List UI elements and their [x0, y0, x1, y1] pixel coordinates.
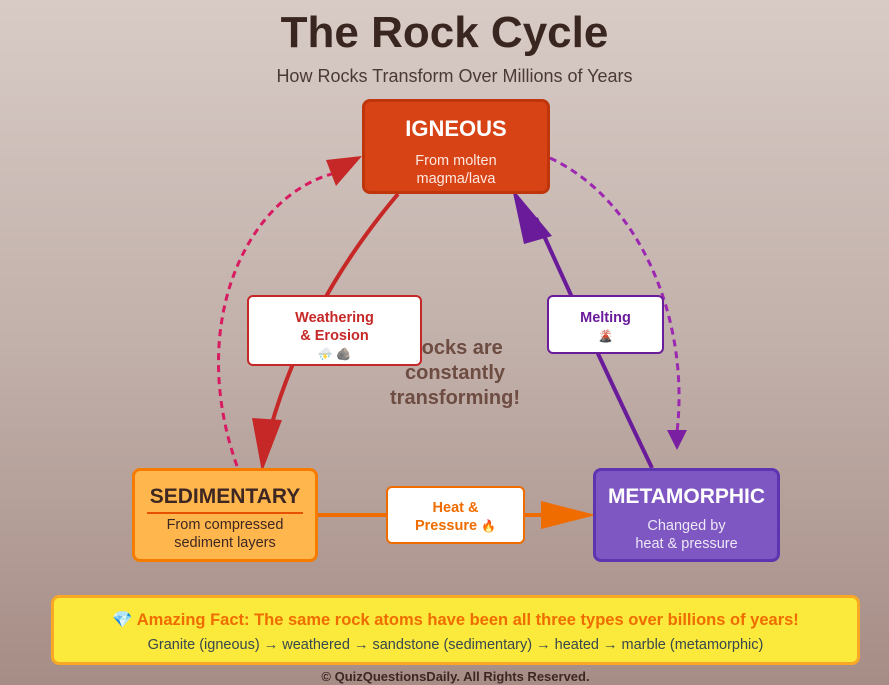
weathering-line-1: Weathering: [295, 310, 374, 326]
center-line-3: transforming!: [390, 387, 520, 409]
metamorphic-desc: Changed by heat & pressure: [596, 517, 777, 553]
volcano-icon: 🌋: [598, 329, 613, 343]
fact-title-text: Amazing Fact: The same rock atoms have b…: [136, 611, 799, 629]
igneous-to-metamorphic-dashed-arrow: [549, 156, 681, 433]
amazing-fact-box: 💎 Amazing Fact: The same rock atoms have…: [51, 595, 860, 665]
gem-icon: 💎: [112, 611, 133, 629]
weathering-label: Weathering & Erosion ⛈️ 🪨: [247, 295, 422, 366]
sedimentary-desc-line-1: From compressed: [166, 517, 284, 533]
metamorphic-desc-line-1: Changed by: [647, 518, 726, 534]
weathering-line-2: & Erosion: [300, 328, 369, 344]
storm-rock-icon: ⛈️ 🪨: [317, 347, 352, 361]
sediment-layer-line: [147, 512, 303, 514]
weathering-arrowhead: [252, 418, 282, 472]
melting-arrowhead: [512, 188, 552, 244]
metamorphic-node: METAMORPHIC Changed by heat & pressure: [593, 468, 780, 562]
heat-line-1: Heat &: [432, 500, 479, 516]
page-subtitle: How Rocks Transform Over Millions of Yea…: [276, 66, 633, 86]
sedimentary-desc: From compressed sediment layers: [135, 516, 315, 552]
heat-line-2: Pressure 🔥: [388, 517, 523, 535]
igneous-desc: From molten magma/lava: [365, 152, 547, 188]
heat-pressure-label: Heat & Pressure 🔥: [386, 486, 525, 544]
sedimentary-to-igneous-dashed-arrow: [217, 170, 341, 467]
center-line-1: Rocks are: [407, 337, 503, 359]
fact-title: 💎 Amazing Fact: The same rock atoms have…: [54, 611, 857, 630]
footer-copyright: © QuizQuestionsDaily. All Rights Reserve…: [321, 669, 590, 684]
sedimentary-to-igneous-arrowhead: [326, 156, 362, 186]
sedimentary-node: SEDIMENTARY From compressed sediment lay…: [132, 468, 318, 562]
melting-label: Melting 🌋: [547, 295, 664, 354]
center-line-2: constantly: [404, 362, 506, 384]
igneous-node: IGNEOUS From molten magma/lava: [362, 99, 550, 194]
metamorphic-desc-line-2: heat & pressure: [635, 536, 738, 552]
sedimentary-desc-line-2: sediment layers: [174, 535, 276, 551]
igneous-desc-line-2: magma/lava: [416, 171, 496, 187]
sedimentary-title: SEDIMENTARY: [149, 485, 301, 508]
heat-line-2-text: Pressure: [414, 518, 478, 534]
igneous-to-metamorphic-arrowhead: [667, 430, 687, 450]
center-message: Rocks are constantly transforming!: [360, 336, 550, 411]
metamorphic-title: METAMORPHIC: [607, 485, 766, 508]
igneous-title: IGNEOUS: [405, 116, 507, 141]
melting-line-1: Melting: [580, 310, 631, 326]
heat-arrowhead: [541, 501, 596, 529]
page-title: The Rock Cycle: [280, 8, 609, 57]
fact-subtitle: Granite (igneous) → weathered → sandston…: [147, 637, 764, 653]
fire-icon: 🔥: [481, 519, 497, 533]
igneous-desc-line-1: From molten: [415, 153, 497, 169]
